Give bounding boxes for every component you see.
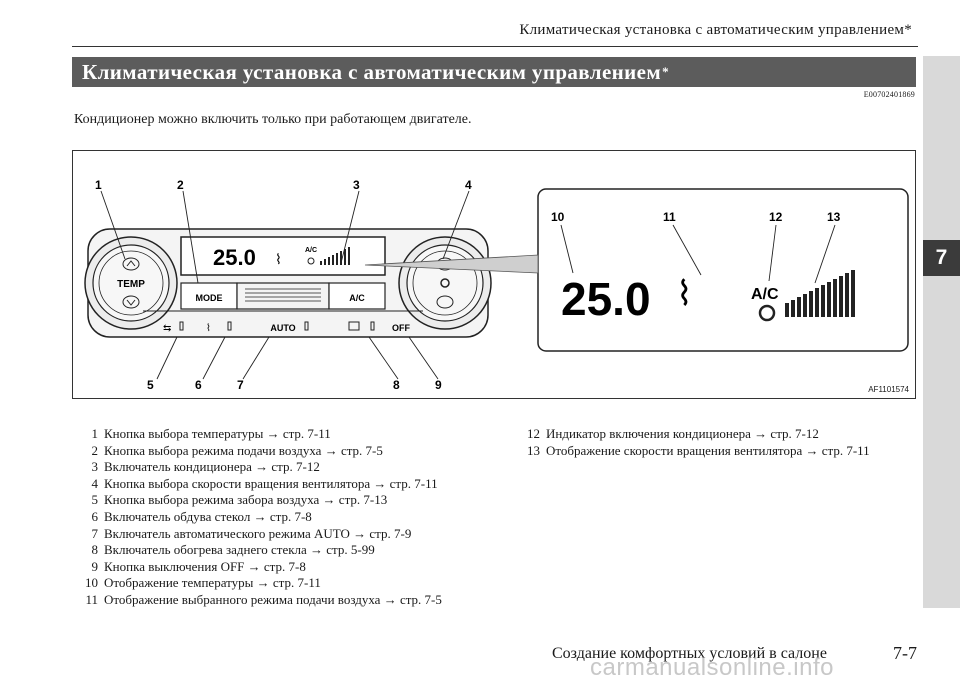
lcd-temp: 25.0 bbox=[213, 245, 256, 270]
figure-code: AF1101574 bbox=[868, 385, 909, 394]
legend-num: 6 bbox=[91, 508, 99, 524]
legend-right: 12 Индикатор включения кондиционера → стр… bbox=[520, 426, 920, 459]
callout-3: 3 bbox=[353, 178, 360, 192]
callout-2: 2 bbox=[177, 178, 184, 192]
fan-icon bbox=[440, 278, 450, 288]
zoom-fan-bars bbox=[785, 270, 855, 317]
legend-num: 4 bbox=[91, 475, 99, 491]
mode-icon: ⌇ bbox=[275, 251, 282, 267]
legend-text: Отображение выбранного режима подачи воз… bbox=[104, 591, 442, 607]
legend-text: Включатель обогрева заднего стекла → стр… bbox=[104, 542, 375, 558]
zoom-fan-icon bbox=[758, 304, 776, 322]
recirc-icon: ⇆ bbox=[163, 323, 171, 334]
temp-knob: TEMP bbox=[84, 236, 178, 330]
chapter-sidebar bbox=[923, 56, 960, 608]
vent-grille bbox=[236, 282, 330, 310]
legend-num: 11 bbox=[85, 591, 98, 607]
lcd-ac: A/C bbox=[305, 247, 317, 254]
legend-item: 2 Кнопка выбора режима подачи воздуха → с… bbox=[78, 443, 498, 460]
legend-num: 12 bbox=[527, 426, 540, 441]
defrost-icon: ⌇ bbox=[206, 323, 211, 334]
legend-item: 6 Включатель обдува стекол → стр. 7-8 bbox=[78, 509, 498, 526]
legend-text: Кнопка выбора режима забора воздуха → ст… bbox=[104, 492, 388, 508]
footer-title: Создание комфортных условий в салоне bbox=[552, 645, 827, 662]
climate-panel-illustration: TEMP 25.0 ⌇ A/C MODE bbox=[84, 178, 909, 392]
legend-text: Кнопка выбора режима подачи воздуха → ст… bbox=[104, 442, 383, 458]
section-asterisk: * bbox=[662, 64, 670, 79]
legend-text: Отображение температуры → стр. 7-11 bbox=[104, 575, 321, 591]
callout-numbers: 1 2 3 4 5 6 7 8 9 10 11 12 13 bbox=[95, 178, 841, 392]
zoom-mode-icon: ⌇ bbox=[676, 275, 693, 313]
intro-text: Кондиционер можно включить только при ра… bbox=[74, 112, 472, 127]
legend-num: 10 bbox=[85, 575, 98, 591]
legend-num: 2 bbox=[91, 442, 99, 458]
callout-12: 12 bbox=[769, 210, 783, 224]
lcd-display bbox=[180, 236, 386, 276]
zoom-connector bbox=[364, 254, 539, 274]
watermark: carmanualsonline.info bbox=[590, 654, 834, 681]
auto-button-label: AUTO bbox=[270, 323, 295, 333]
section-title-bar: Климатическая установка с автоматическим… bbox=[72, 57, 916, 87]
legend-text: Включатель кондиционера → стр. 7-12 bbox=[104, 459, 320, 475]
legend-text: Кнопка выбора температуры → стр. 7-11 bbox=[104, 426, 331, 441]
legend-left: 1 Кнопка выбора температуры → стр. 7-11 2… bbox=[78, 426, 498, 609]
legend-item: 1 Кнопка выбора температуры → стр. 7-11 bbox=[78, 426, 498, 443]
callout-9: 9 bbox=[435, 378, 442, 392]
ac-button bbox=[328, 282, 386, 310]
callout-8: 8 bbox=[393, 378, 400, 392]
legend-item: 5 Кнопка выбора режима забора воздуха → с… bbox=[78, 492, 498, 509]
ac-button-label: A/C bbox=[349, 293, 365, 303]
legend-num: 8 bbox=[91, 542, 99, 558]
callout-5: 5 bbox=[147, 378, 154, 392]
temp-button-label: TEMP bbox=[117, 279, 145, 290]
legend-item: 7 Включатель автоматического режима AUTO … bbox=[78, 526, 498, 543]
lcd-fan-bars bbox=[320, 247, 350, 265]
legend-item: 11 Отображение выбранного режима подачи в… bbox=[78, 592, 498, 609]
legend-item: 13 Отображение скорости вращения вентилят… bbox=[520, 443, 920, 460]
section-code: E00702401869 bbox=[863, 90, 915, 99]
lcd-fan-icon bbox=[307, 257, 315, 265]
legend-text: Кнопка выбора скорости вращения вентилят… bbox=[104, 475, 438, 491]
callout-1: 1 bbox=[95, 178, 102, 192]
running-header: Климатическая установка с автоматическим… bbox=[519, 22, 912, 38]
callout-6: 6 bbox=[195, 378, 202, 392]
legend-item: 8 Включатель обогрева заднего стекла → ст… bbox=[78, 542, 498, 559]
callout-13: 13 bbox=[827, 210, 841, 224]
legend-text: Кнопка выключения OFF → стр. 7-8 bbox=[104, 558, 306, 574]
fan-knob bbox=[398, 236, 492, 330]
rear-defrost-icon bbox=[348, 321, 360, 331]
legend-item: 9 Кнопка выключения OFF → стр. 7-8 bbox=[78, 559, 498, 576]
page-number: 7-7 bbox=[893, 643, 917, 663]
off-button-label: OFF bbox=[392, 323, 410, 333]
legend-text: Индикатор включения кондиционера → стр. … bbox=[546, 426, 819, 441]
callout-leaders bbox=[100, 190, 836, 380]
callout-11: 11 bbox=[663, 210, 676, 224]
legend-text: Включатель автоматического режима AUTO →… bbox=[104, 525, 412, 541]
legend-num: 1 bbox=[91, 426, 99, 441]
callout-7: 7 bbox=[237, 378, 244, 392]
callout-4: 4 bbox=[465, 178, 472, 192]
section-title: Климатическая установка с автоматическим… bbox=[82, 59, 662, 84]
zoom-temp: 25.0 bbox=[561, 273, 651, 325]
header-rule bbox=[72, 46, 918, 47]
climate-panel-figure: TEMP 25.0 ⌇ A/C MODE bbox=[72, 150, 916, 399]
legend-text: Отображение скорости вращения вентилятор… bbox=[546, 442, 870, 458]
callout-10: 10 bbox=[551, 210, 565, 224]
legend-item: 4 Кнопка выбора скорости вращения вентиля… bbox=[78, 476, 498, 493]
legend-item: 3 Включатель кондиционера → стр. 7-12 bbox=[78, 459, 498, 476]
legend-item: 12 Индикатор включения кондиционера → стр… bbox=[520, 426, 920, 443]
vent-lines bbox=[245, 288, 321, 302]
legend-text: Включатель обдува стекол → стр. 7-8 bbox=[104, 508, 312, 524]
legend-num: 5 bbox=[91, 492, 99, 508]
legend-num: 9 bbox=[91, 558, 99, 574]
legend-num: 7 bbox=[91, 525, 99, 541]
legend-num: 3 bbox=[91, 459, 99, 475]
legend-num: 13 bbox=[527, 442, 540, 458]
mode-button-label: MODE bbox=[196, 293, 223, 303]
chapter-tab[interactable]: 7 bbox=[923, 240, 960, 276]
legend-item: 10 Отображение температуры → стр. 7-11 bbox=[78, 575, 498, 592]
zoom-ac: A/C bbox=[751, 286, 779, 303]
